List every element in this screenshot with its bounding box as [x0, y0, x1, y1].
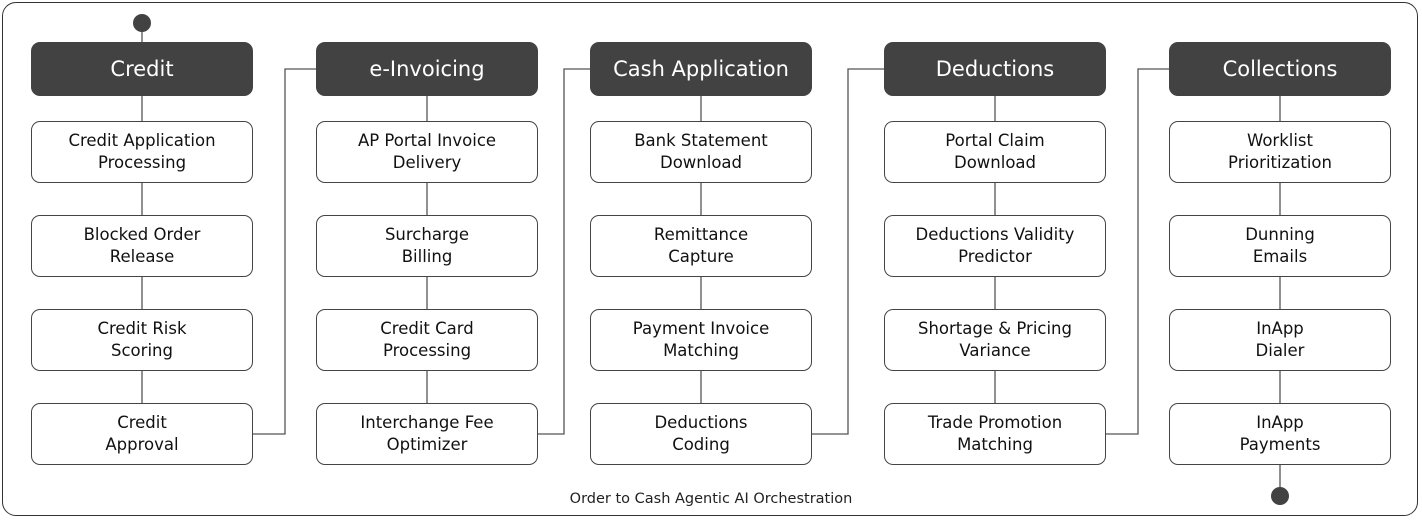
step-label-line: Download	[953, 153, 1037, 172]
step-label-line: Dunning	[1245, 225, 1315, 244]
step-shortage-pricing-variance: Shortage & Pricing Variance	[884, 309, 1106, 371]
step-label-line: Credit Risk	[97, 319, 187, 338]
step-deductions-validity-predictor: Deductions Validity Predictor	[884, 215, 1106, 277]
column-header-deductions: Deductions	[884, 42, 1106, 96]
step-label-line: Processing	[382, 341, 472, 360]
step-label-line: Shortage & Pricing	[918, 319, 1072, 338]
step-credit-risk-scoring: Credit Risk Scoring	[31, 309, 253, 371]
step-label-line: Coding	[672, 435, 730, 454]
step-label-line: Portal Claim	[945, 131, 1045, 150]
step-trade-promotion-matching: Trade Promotion Matching	[884, 403, 1106, 465]
step-label-line: Remittance	[653, 225, 749, 244]
step-label-line: Credit Card	[380, 319, 474, 338]
step-label-line: Deductions	[654, 413, 748, 432]
step-label-line: AP Portal Invoice	[357, 131, 497, 150]
step-label-line: Optimizer	[386, 435, 468, 454]
column-link-connector	[812, 68, 884, 435]
step-label-line: Payment Invoice	[632, 319, 770, 338]
step-ap-portal-invoice-delivery: AP Portal Invoice Delivery	[316, 121, 538, 183]
step-surcharge-billing: Surcharge Billing	[316, 215, 538, 277]
step-deductions-coding: Deductions Coding	[590, 403, 812, 465]
step-label-line: Billing	[401, 247, 453, 266]
start-dot	[133, 14, 151, 32]
column-header-e-invoicing: e-Invoicing	[316, 42, 538, 96]
step-label-line: Scoring	[111, 341, 173, 360]
step-label-line: Deductions Validity	[915, 225, 1075, 244]
step-label-line: Matching	[957, 435, 1033, 454]
step-bank-statement-download: Bank Statement Download	[590, 121, 812, 183]
step-label-line: Worklist	[1246, 131, 1314, 150]
column-link-connector	[538, 68, 590, 435]
step-label-line: InApp	[1256, 319, 1304, 338]
step-credit-approval: Credit Approval	[31, 403, 253, 465]
step-label-line: Delivery	[392, 153, 462, 172]
step-label-line: Payments	[1239, 435, 1321, 454]
column-link-connector	[1106, 68, 1169, 435]
step-label-line: Download	[659, 153, 743, 172]
end-dot	[1271, 487, 1289, 505]
step-credit-card-processing: Credit Card Processing	[316, 309, 538, 371]
step-label-line: Emails	[1252, 247, 1308, 266]
step-label-line: Interchange Fee	[360, 413, 494, 432]
step-inapp-payments: InApp Payments	[1169, 403, 1391, 465]
step-blocked-order-release: Blocked Order Release	[31, 215, 253, 277]
step-payment-invoice-matching: Payment Invoice Matching	[590, 309, 812, 371]
step-label-line: Predictor	[958, 247, 1032, 266]
step-label-line: Dialer	[1255, 341, 1305, 360]
step-portal-claim-download: Portal Claim Download	[884, 121, 1106, 183]
step-dunning-emails: Dunning Emails	[1169, 215, 1391, 277]
step-label-line: Approval	[105, 435, 179, 454]
step-label-line: Surcharge	[384, 225, 470, 244]
step-label-line: Blocked Order	[83, 225, 201, 244]
step-label-line: Bank Statement	[634, 131, 768, 150]
step-label-line: Capture	[668, 247, 734, 266]
step-worklist-prioritization: Worklist Prioritization	[1169, 121, 1391, 183]
column-link-connector	[253, 68, 316, 435]
step-label-line: InApp	[1256, 413, 1304, 432]
step-remittance-capture: Remittance Capture	[590, 215, 812, 277]
step-label-line: Variance	[959, 341, 1031, 360]
step-label-line: Trade Promotion	[927, 413, 1063, 432]
column-header-credit: Credit	[31, 42, 253, 96]
step-label-line: Processing	[97, 153, 187, 172]
step-label-line: Matching	[663, 341, 739, 360]
column-header-collections: Collections	[1169, 42, 1391, 96]
step-credit-application-processing: Credit Application Processing	[31, 121, 253, 183]
step-inapp-dialer: InApp Dialer	[1169, 309, 1391, 371]
step-label-line: Credit	[117, 413, 167, 432]
step-label-line: Prioritization	[1228, 153, 1332, 172]
step-label-line: Release	[109, 247, 175, 266]
step-label-line: Credit Application	[68, 131, 216, 150]
step-interchange-fee-optimizer: Interchange Fee Optimizer	[316, 403, 538, 465]
column-header-cash-application: Cash Application	[590, 42, 812, 96]
diagram-caption: Order to Cash Agentic AI Orchestration	[569, 491, 853, 507]
